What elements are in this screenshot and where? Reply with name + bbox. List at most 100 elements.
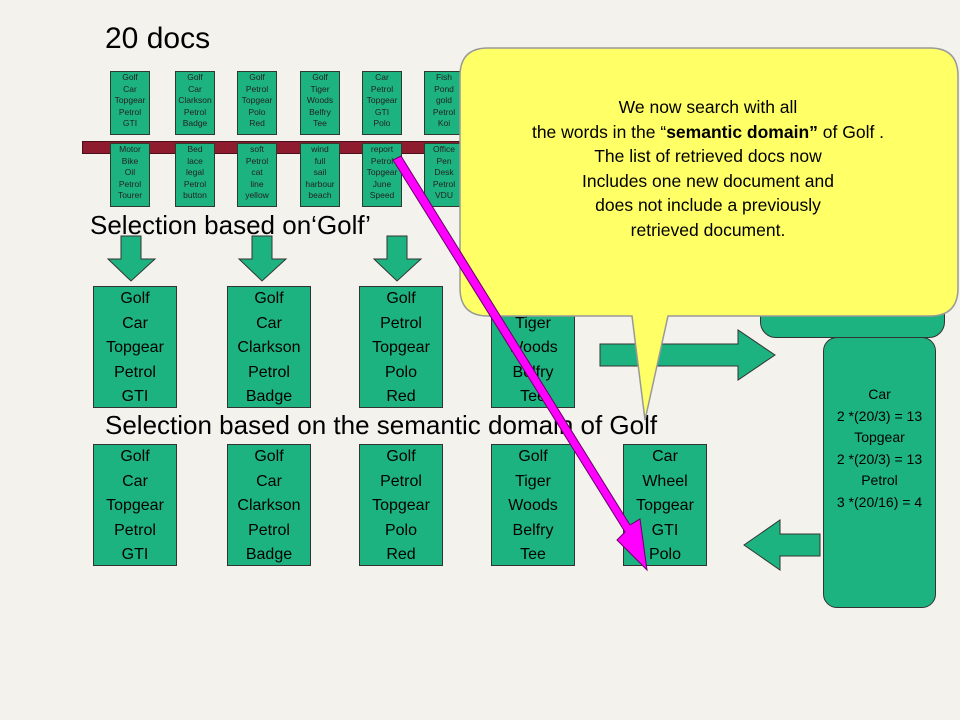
- doc-word: Car: [375, 72, 389, 82]
- doc-word: Petrol: [432, 178, 456, 189]
- weight-line: Topgear: [854, 429, 905, 445]
- doc-word: yellow: [245, 190, 269, 200]
- doc-word: VDU: [435, 190, 453, 200]
- doc-word: Tee: [520, 546, 546, 563]
- doc-word: Petrol: [245, 155, 269, 166]
- callout-line-4: Includes one new document and: [582, 170, 834, 191]
- doc-word: Tee: [313, 118, 327, 128]
- doc-word: Petrol: [183, 178, 207, 189]
- doc-word: GTI: [121, 388, 149, 405]
- doc-word: GTI: [651, 521, 679, 539]
- doc-word: full: [314, 155, 326, 166]
- doc-word: Topgear: [372, 339, 430, 356]
- doc-word: Car: [122, 472, 148, 490]
- doc-word: cat: [251, 167, 263, 177]
- doc-word: Polo: [648, 546, 682, 563]
- left-arrow: [743, 519, 821, 571]
- doc-word: Car: [188, 83, 202, 94]
- doc-word: Polo: [384, 521, 418, 539]
- doc-word: button: [183, 190, 207, 200]
- doc-word: Topgear: [106, 497, 164, 514]
- doc-word: Bike: [121, 155, 139, 166]
- doc-word: Petrol: [114, 363, 156, 381]
- doc-word: harbour: [305, 178, 335, 189]
- doc-word: Golf: [254, 290, 284, 307]
- doc-word: Belfry: [309, 106, 331, 117]
- doc-word: legal: [186, 167, 204, 177]
- doc-word: Tourer: [117, 190, 143, 200]
- doc-word: Clarkson: [237, 339, 301, 356]
- doc-word: GTI: [374, 106, 390, 117]
- doc-word: Topgear: [114, 95, 146, 105]
- doc-word: GTI: [122, 118, 138, 128]
- doc-word: Petrol: [118, 106, 142, 117]
- weight-line: 2 *(20/3) = 13: [836, 407, 923, 424]
- doc-word: Golf: [120, 290, 150, 307]
- down-arrow-3: [372, 235, 423, 282]
- doc-word: Golf: [312, 72, 328, 82]
- down-arrow-1: [106, 235, 157, 282]
- doc-word: Car: [122, 314, 148, 332]
- doc-word: Woods: [508, 497, 558, 514]
- doc-word: Red: [249, 118, 265, 128]
- doc-word: Topgear: [636, 497, 694, 514]
- doc-word: Topgear: [366, 95, 398, 105]
- doc-word: Golf: [386, 448, 416, 465]
- doc-word: Petrol: [248, 521, 290, 539]
- doc-word: Petrol: [380, 314, 422, 332]
- doc-word: Golf: [386, 290, 416, 307]
- doc-word: Polo: [373, 118, 391, 128]
- doc-word: beach: [308, 190, 332, 200]
- doc-word: Golf: [187, 72, 203, 82]
- doc-word: Golf: [254, 448, 284, 465]
- doc-word: Polo: [384, 363, 418, 381]
- doc-word: soft: [250, 144, 264, 154]
- doc-word: line: [250, 178, 264, 189]
- doc-word: sail: [313, 167, 327, 177]
- callout-line-6: retrieved document.: [630, 219, 786, 240]
- callout-text: We now search with all the words in the …: [458, 95, 958, 242]
- doc-word: Petrol: [380, 472, 422, 490]
- doc-word: Woods: [306, 95, 334, 105]
- doc-word: Belfry: [512, 521, 554, 539]
- doc-word: Topgear: [106, 339, 164, 356]
- doc-word: lace: [187, 155, 203, 166]
- weight-line: Petrol: [861, 472, 898, 488]
- doc-word: Petrol: [183, 106, 207, 117]
- doc-word: Petrol: [114, 521, 156, 539]
- doc-word: Golf: [122, 72, 138, 82]
- doc-word: Car: [256, 472, 282, 490]
- right-arrow: [599, 329, 776, 381]
- doc-word: Tiger: [515, 472, 551, 490]
- doc-word: GTI: [121, 546, 149, 563]
- doc-word: Red: [386, 546, 416, 563]
- doc-word: wind: [311, 144, 329, 154]
- doc-word: Office: [432, 144, 456, 154]
- doc-word: Polo: [248, 106, 266, 117]
- doc-word: Petrol: [118, 178, 142, 189]
- doc-word: Pond: [434, 83, 454, 94]
- doc-word: Golf: [518, 448, 548, 465]
- doc-word: Golf: [120, 448, 150, 465]
- doc-word: Topgear: [372, 497, 430, 514]
- doc-word: Red: [386, 388, 416, 405]
- doc-word: gold: [435, 95, 453, 105]
- callout-line-5: does not include a previously: [595, 195, 821, 215]
